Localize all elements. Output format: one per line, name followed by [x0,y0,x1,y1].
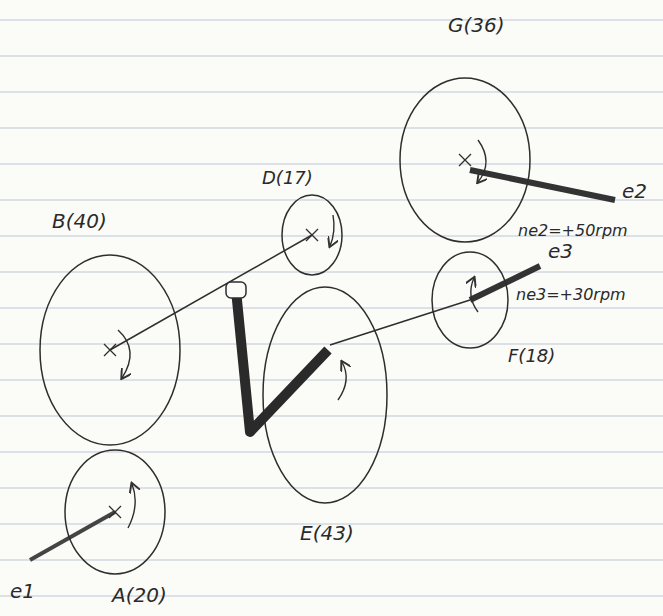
speed-note: ne3=+30rpm [516,286,626,304]
gear-label: F(18) [508,346,555,366]
gear-d [282,195,342,275]
centre-marks [104,154,471,518]
gear-label: A(20) [112,584,167,606]
speed-note: ne2=+50rpm [518,222,628,240]
shaft-label: e3 [548,240,573,262]
shaft [330,300,470,345]
gear-b [40,255,180,445]
rotation-arrows [118,140,486,528]
gear-f [432,252,508,348]
gear-label: E(43) [300,522,354,544]
gear-label: D(17) [262,168,313,188]
shaft-label: e1 [10,580,35,602]
gear-label: B(40) [52,210,107,232]
bearing [226,282,246,298]
gear-g [400,78,530,242]
shaft [110,235,312,350]
carrier-arm [236,290,328,432]
shaft-label: e2 [622,180,647,202]
gear-label: G(36) [448,14,505,36]
shaft-e1 [30,512,115,560]
gear-a [65,450,165,574]
shaft-e2 [470,170,615,200]
ruled-lines [0,20,663,596]
